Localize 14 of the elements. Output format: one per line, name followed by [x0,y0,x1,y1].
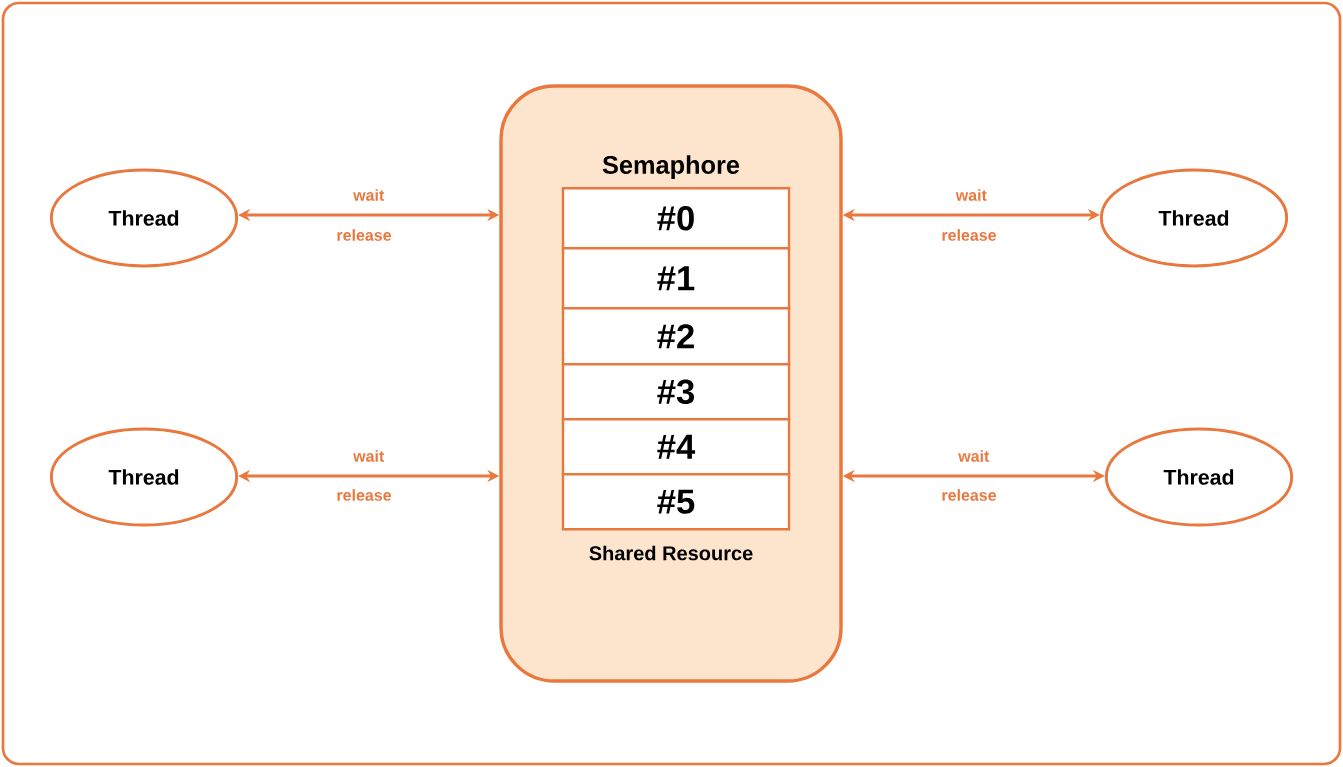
edge-label: wait [954,187,989,203]
edge-label: wait [351,448,386,464]
slot-cell: #1 [561,247,791,310]
operation-label: release [942,229,996,241]
slot-cell: #5 [561,473,791,531]
operation-label: release [337,489,392,501]
slot-cell: #4 [561,418,791,476]
edge-label: wait [351,187,386,203]
edge-label: wait [956,448,991,464]
slot-cell: #2 [561,307,791,366]
operation-label: release [942,489,996,501]
slot-cell: #3 [561,363,791,421]
operation-label: release [337,229,392,241]
slot-cell: #0 [561,187,791,250]
